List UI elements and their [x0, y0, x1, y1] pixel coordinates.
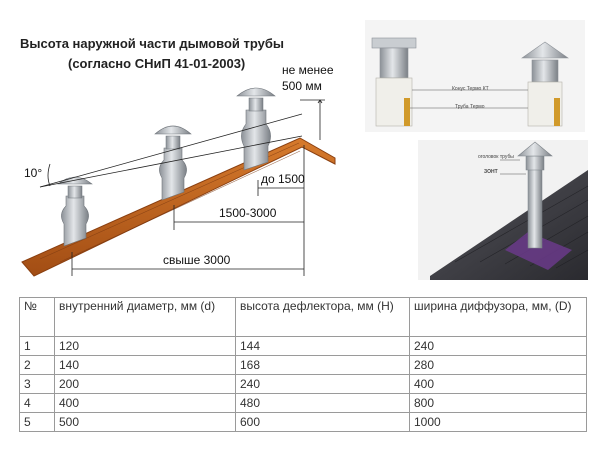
table-header-row: № внутренний диаметр, мм (d) высота дефл…: [19, 297, 587, 337]
cell-width: 240: [409, 336, 587, 356]
cell-width: 1000: [409, 412, 587, 432]
cell-height: 480: [235, 393, 410, 413]
min-height-label: не менее: [282, 63, 334, 77]
cell-diameter: 140: [54, 355, 236, 375]
cell-number: 4: [19, 393, 55, 413]
top-label-1: оголовок трубы: [478, 154, 514, 160]
chimney-2: [154, 125, 192, 201]
header-number: №: [19, 297, 55, 337]
distance-label-1: до 1500: [261, 172, 305, 186]
cell-height: 144: [235, 336, 410, 356]
cell-number: 3: [19, 374, 55, 394]
height-dimension: [300, 99, 325, 140]
cell-number: 1: [19, 336, 55, 356]
cell-height: 168: [235, 355, 410, 375]
table-row: 3 200 240 400: [19, 374, 587, 394]
table-row: 5 500 600 1000: [19, 412, 587, 432]
cell-diameter: 200: [54, 374, 236, 394]
cell-height: 240: [235, 374, 410, 394]
dimensions-table: № внутренний диаметр, мм (d) высота дефл…: [19, 297, 587, 432]
cell-diameter: 500: [54, 412, 236, 432]
table-row: 2 140 168 280: [19, 355, 587, 375]
table-row: 1 120 144 240: [19, 336, 587, 356]
top-label-2: ЗОНТ: [484, 169, 498, 175]
table-row: 4 400 480 800: [19, 393, 587, 413]
product-photo-panel: [365, 20, 585, 132]
header-inner-diameter: внутренний диаметр, мм (d): [54, 297, 236, 337]
cell-diameter: 400: [54, 393, 236, 413]
distance-dimensions: [71, 145, 305, 276]
distance-label-2: 1500-3000: [219, 206, 277, 220]
angle-lines: [39, 113, 303, 188]
cell-diameter: 120: [54, 336, 236, 356]
diagram-subtitle: (согласно СНиП 41-01-2003): [68, 56, 246, 71]
cell-width: 280: [409, 355, 587, 375]
header-deflector-height: высота дефлектора, мм (H): [235, 297, 410, 337]
cell-number: 2: [19, 355, 55, 375]
distance-label-3: свыше 3000: [163, 253, 231, 267]
min-height-value: 500 мм: [282, 79, 322, 93]
rooftop-photo-panel: [418, 140, 589, 280]
angle-label: 10°: [24, 166, 43, 180]
cell-width: 800: [409, 393, 587, 413]
cone-label: Конус Термо КТ: [452, 86, 489, 92]
cell-number: 5: [19, 412, 55, 432]
cell-height: 600: [235, 412, 410, 432]
cell-width: 400: [409, 374, 587, 394]
pipe-label: Труба Термо: [455, 104, 485, 110]
diagram-title: Высота наружной части дымовой трубы: [20, 36, 284, 51]
header-diffuser-width: ширина диффузора, мм, (D): [409, 297, 587, 337]
roof-slope: [21, 137, 336, 277]
flashing: [505, 232, 572, 270]
